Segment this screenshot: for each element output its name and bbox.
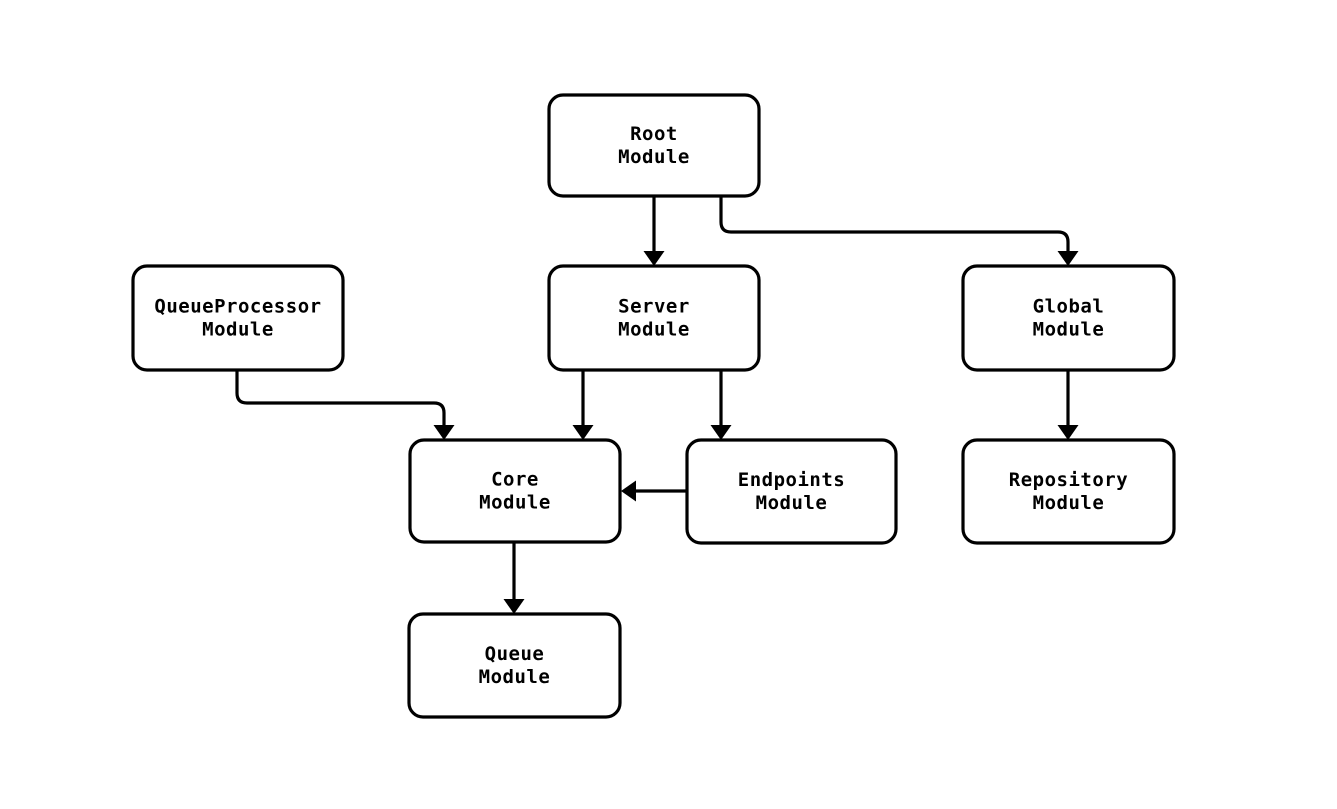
node-label-line1: Queue	[485, 643, 545, 665]
edges-layer	[235, 196, 1079, 614]
edge-arrowhead	[433, 425, 455, 440]
edge-arrowhead	[572, 425, 594, 440]
edge-queueprocessor-to-core	[235, 370, 455, 440]
node-label-line2: Module	[756, 492, 828, 514]
nodes-layer: RootModuleQueueProcessorModuleServerModu…	[131, 93, 1176, 719]
node-box[interactable]	[408, 438, 622, 544]
node-label-line2: Module	[1033, 319, 1105, 341]
node-label-line2: Module	[618, 146, 690, 168]
node-label-line2: Module	[202, 319, 274, 341]
node-label-line2: Module	[1033, 492, 1105, 514]
node-label-line1: Repository	[1009, 469, 1128, 491]
edge-arrowhead	[643, 251, 665, 266]
edge-global-to-repository	[1057, 370, 1079, 440]
node-label-line1: Endpoints	[738, 469, 845, 491]
edge-endpoints-to-core	[621, 480, 687, 502]
node-box[interactable]	[131, 264, 345, 372]
node-label-line2: Module	[479, 666, 551, 688]
node-label-line1: Root	[630, 123, 678, 145]
node-label-line1: QueueProcessor	[154, 296, 321, 318]
node-label-line1: Core	[491, 469, 539, 491]
node-box[interactable]	[961, 264, 1176, 372]
edge-arrowhead	[1057, 425, 1079, 440]
node-label-line2: Module	[479, 492, 551, 514]
edge-root-to-global	[719, 196, 1079, 266]
node-box[interactable]	[685, 438, 898, 545]
edge-line	[235, 370, 446, 425]
node-label-line1: Server	[618, 296, 690, 318]
edge-line	[719, 196, 1070, 251]
node-label-line2: Module	[618, 319, 690, 341]
edge-root-to-server	[643, 196, 665, 266]
node-box[interactable]	[961, 438, 1176, 545]
node-box[interactable]	[407, 612, 622, 719]
edge-server-to-core	[572, 370, 594, 440]
node-box[interactable]	[547, 264, 761, 372]
edge-server-to-endpoints	[710, 370, 732, 440]
edge-arrowhead	[1057, 251, 1079, 266]
edge-core-to-queue	[503, 542, 525, 614]
edge-arrowhead	[621, 480, 636, 502]
edge-arrowhead	[503, 599, 525, 614]
edge-arrowhead	[710, 425, 732, 440]
node-label-line1: Global	[1033, 296, 1105, 318]
node-box[interactable]	[547, 93, 761, 198]
